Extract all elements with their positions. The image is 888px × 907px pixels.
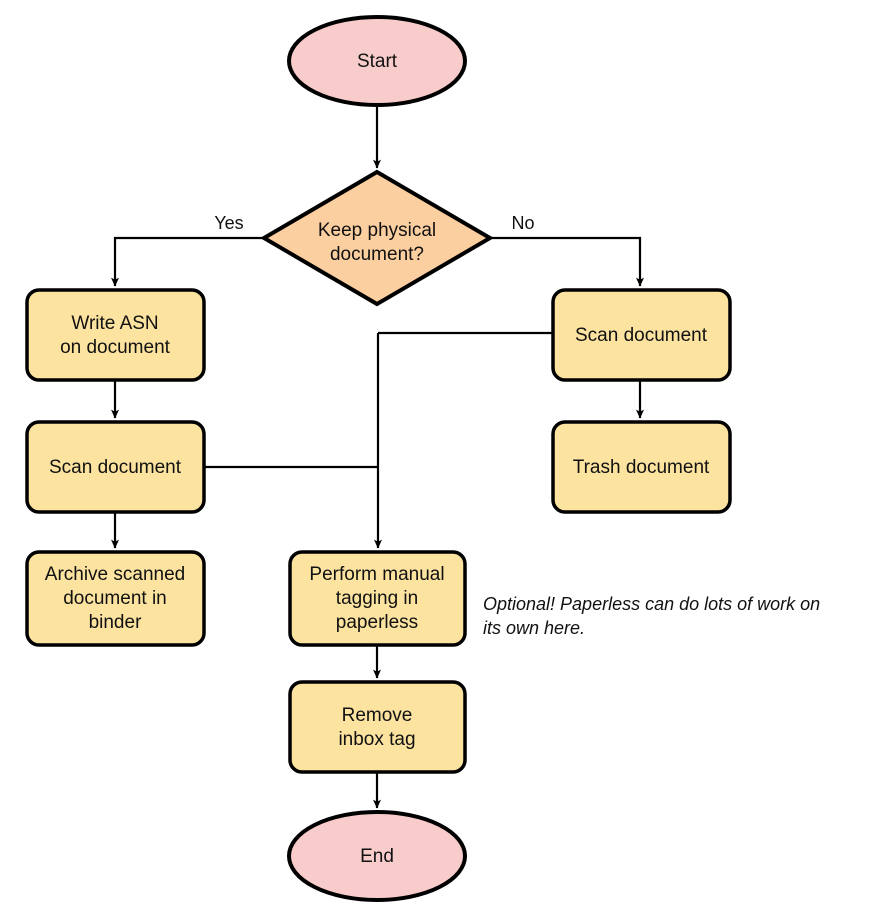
edge-label-layer: Yes No	[214, 213, 534, 233]
end-label: End	[360, 846, 394, 867]
trash-document-label: Trash document	[573, 457, 710, 478]
node-layer: Start Keep physical document? Write ASN …	[25, 15, 732, 902]
node-start[interactable]: Start	[287, 15, 467, 107]
node-write-asn[interactable]: Write ASN on document	[25, 288, 206, 382]
manual-tagging-box-shape[interactable]	[288, 550, 467, 647]
optional-note-line2: its own here.	[483, 618, 585, 638]
decision-label-line1: Keep physical	[318, 220, 436, 241]
node-remove-inbox-tag[interactable]: Remove inbox tag	[288, 680, 467, 774]
archive-binder-label-line1: Archive scanned	[45, 564, 185, 585]
start-ellipse-shape[interactable]	[287, 15, 467, 107]
remove-inbox-tag-label-line2: inbox tag	[338, 729, 415, 750]
write-asn-label-line2: on document	[60, 337, 171, 358]
archive-binder-label-line3: binder	[89, 612, 142, 633]
edge-decision-no	[490, 236, 644, 287]
node-scan-document-right[interactable]: Scan document	[551, 288, 732, 382]
remove-inbox-tag-box-shape[interactable]	[288, 680, 467, 774]
scan-document-left-label: Scan document	[49, 457, 182, 478]
node-trash-document[interactable]: Trash document	[551, 420, 732, 514]
manual-tagging-label-line1: Perform manual	[309, 564, 444, 585]
scan-document-left-box-shape[interactable]	[25, 420, 206, 514]
start-label: Start	[357, 51, 398, 72]
scan-document-right-label: Scan document	[575, 325, 708, 346]
optional-note-line1: Optional! Paperless can do lots of work …	[483, 594, 820, 614]
manual-tagging-label-line3: paperless	[336, 612, 418, 633]
end-ellipse-shape[interactable]	[287, 810, 467, 902]
write-asn-box-shape[interactable]	[25, 288, 206, 382]
node-scan-document-left[interactable]: Scan document	[25, 420, 206, 514]
manual-tagging-label-line2: tagging in	[336, 588, 418, 609]
decision-diamond-shape[interactable]	[260, 169, 494, 307]
node-keep-physical-document[interactable]: Keep physical document?	[260, 169, 494, 307]
scan-document-right-box-shape[interactable]	[551, 288, 732, 382]
node-archive-binder[interactable]: Archive scanned document in binder	[25, 550, 206, 647]
trash-document-box-shape[interactable]	[551, 420, 732, 514]
write-asn-label-line1: Write ASN	[71, 313, 158, 334]
remove-inbox-tag-label-line1: Remove	[342, 705, 413, 726]
node-end[interactable]: End	[287, 810, 467, 902]
archive-binder-label-line2: document in	[63, 588, 167, 609]
node-manual-tagging[interactable]: Perform manual tagging in paperless	[288, 550, 467, 647]
archive-binder-box-shape[interactable]	[25, 550, 206, 647]
edge-decision-yes	[111, 236, 264, 287]
edge-label-yes: Yes	[214, 213, 243, 233]
decision-label-line2: document?	[330, 244, 424, 265]
annotation-layer: Optional! Paperless can do lots of work …	[483, 594, 820, 638]
edge-layer	[111, 105, 644, 809]
edge-label-no: No	[511, 213, 534, 233]
